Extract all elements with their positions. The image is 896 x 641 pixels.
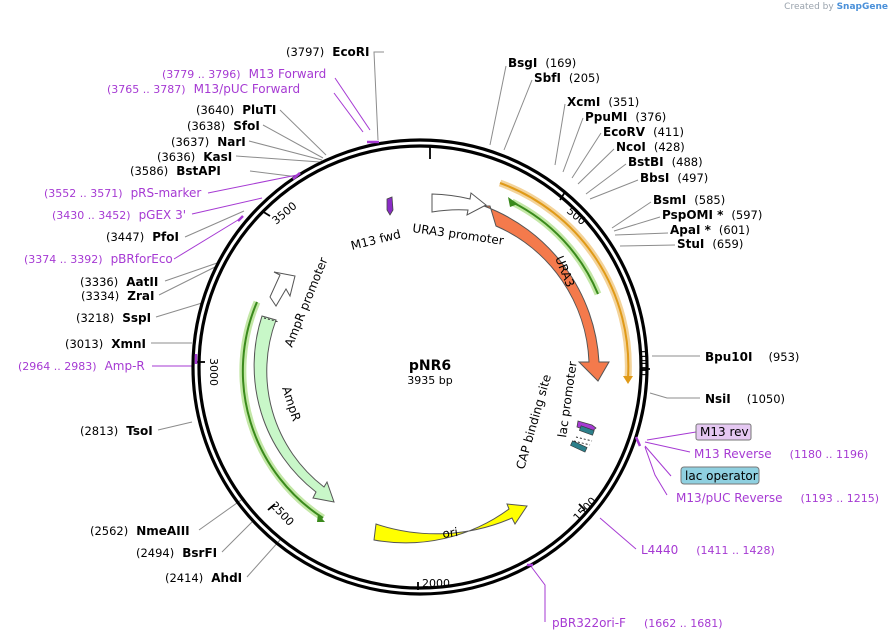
ruler-label-2500: 2500 — [268, 499, 297, 528]
ampr-promoter-feature — [269, 271, 296, 307]
plasmid-size: 3935 bp — [407, 374, 452, 387]
primer-labels: (3779 .. 3796)M13 Forward (3765 .. 3787)… — [18, 67, 879, 630]
ura3-feature — [483, 205, 610, 382]
enzyme-label-tsoi: (2813)TsoI — [80, 424, 153, 438]
primer-label-pgex-3: (3430 .. 3452)pGEX 3' — [52, 208, 186, 222]
m13-rev-box — [695, 423, 752, 441]
enzyme-label-apai: ApaI *(601) — [670, 223, 750, 237]
enzyme-label-zrai: (3334)ZraI — [81, 289, 154, 303]
enzyme-label-sfoi: (3638)SfoI — [187, 119, 260, 133]
snapgene-logo: SnapGene — [836, 2, 888, 12]
primer-label-pbrforeco: (3374 .. 3392)pBRforEco — [24, 252, 173, 266]
m13-rev-box-label: M13 rev — [700, 425, 749, 439]
primer-label-m13-forward: (3779 .. 3796)M13 Forward — [162, 67, 326, 81]
orf-green-arrowhead — [508, 197, 518, 207]
ampr-feature — [253, 315, 335, 503]
enzyme-label-ahdi: (2414)AhdI — [165, 571, 242, 585]
cap-site-label: CAP binding site — [513, 373, 553, 471]
enzyme-label-ecori: (3797)EcoRI — [286, 45, 370, 59]
ura3-promoter-feature — [431, 192, 487, 216]
lac-promoter-label: lac promoter — [555, 360, 580, 438]
primer-label-m13-puc-forward: (3765 .. 3787)M13/pUC Forward — [107, 82, 300, 96]
cap-site-dashed-1 — [575, 436, 593, 442]
orf-orange-line — [499, 182, 630, 379]
enzyme-label-nsii: NsiI(1050) — [705, 392, 785, 406]
ori-feature — [373, 503, 528, 544]
ruler-label-3000: 3000 — [207, 358, 220, 386]
ruler-label-1000: 1000 — [637, 348, 650, 376]
m13-fwd-feature — [386, 196, 394, 216]
enzyme-label-sspi: (3218)SspI — [76, 311, 151, 325]
enzyme-label-bbsi: BbsI(497) — [640, 171, 708, 185]
m13-fwd-label: M13 fwd — [349, 227, 402, 253]
enzyme-label-bstbi: BstBI(488) — [628, 155, 703, 169]
primer-label-pbr322ori-f: pBR322ori-F(1662 .. 1681) — [552, 616, 723, 630]
primer-label-m13-reverse: M13 Reverse(1180 .. 1196) — [694, 447, 868, 461]
enzyme-label-sbfi: SbfI(205) — [534, 71, 600, 85]
enzyme-label-bsrfi: (2494)BsrFI — [136, 546, 217, 560]
enzyme-leader-lines — [151, 51, 700, 578]
ampr-dashed-divider — [263, 317, 280, 323]
enzyme-label-pluti: (3640)PluTI — [196, 103, 276, 117]
ori-label: ori — [441, 525, 458, 541]
orf-ampr-arrowhead — [317, 514, 325, 522]
ampr-promoter-label: AmpR promoter — [282, 255, 331, 349]
ampr-label: AmpR — [279, 385, 303, 423]
enzyme-label-nmeaiii: (2562)NmeAIII — [90, 524, 190, 538]
lac-operator-box — [680, 466, 760, 485]
lac-operator-box-label: lac operator — [685, 469, 758, 483]
enzyme-label-kasi: (3636)KasI — [157, 150, 232, 164]
enzyme-labels-left: (3797)EcoRI (3640)PluTI (3638)SfoI (3637… — [65, 45, 370, 585]
orf-green-line — [511, 201, 599, 295]
enzyme-label-ncoi: NcoI(428) — [616, 140, 685, 154]
ura3-promoter-label: URA3 promoter — [412, 221, 505, 248]
enzyme-label-xcmi: XcmI(351) — [567, 95, 639, 109]
ruler-label-3500: 3500 — [270, 199, 300, 227]
enzyme-label-bstapi: (3586)BstAPI — [130, 164, 221, 178]
ruler-ticks — [197, 145, 650, 590]
enzyme-label-aatii: (3336)AatII — [80, 275, 158, 289]
enzyme-label-pfoi: (3447)PfoI — [106, 230, 179, 244]
primer-label-l4440: L4440(1411 .. 1428) — [641, 543, 775, 557]
primer-leader-lines — [152, 77, 697, 622]
enzyme-label-ecorv: EcoRV(411) — [603, 125, 684, 139]
backbone-outer — [191, 138, 649, 596]
enzyme-label-pspomi: PspOMI *(597) — [662, 208, 762, 222]
enzyme-label-bsgi: BsgI(169) — [508, 56, 576, 70]
ruler-label-2000: 2000 — [422, 577, 450, 590]
enzyme-label-bsmi: BsmI(585) — [653, 193, 725, 207]
cap-site-dashed-2 — [573, 440, 591, 446]
cap-site-mark — [570, 440, 588, 453]
primer-label-amp-r: (2964 .. 2983)Amp-R — [18, 359, 145, 373]
enzyme-labels-right: BsgI(169) SbfI(205) XcmI(351) PpuMI(376)… — [508, 56, 799, 406]
plasmid-name: pNR6 — [409, 358, 451, 374]
enzyme-label-stui: StuI(659) — [677, 237, 743, 251]
orf-ampr-green-line — [241, 301, 324, 519]
backbone-inner — [197, 144, 643, 590]
lac-operator-mark — [579, 425, 595, 436]
enzyme-label-xmni: (3013)XmnI — [65, 337, 146, 351]
enzyme-label-bpu10i: Bpu10I(953) — [705, 350, 799, 364]
credit-prefix: Created by — [784, 2, 834, 12]
enzyme-label-nari: (3637)NarI — [171, 135, 246, 149]
enzyme-label-ppumi: PpuMI(376) — [585, 110, 666, 124]
orf-orange-arrowhead — [623, 376, 633, 384]
primer-label-prs-marker: (3552 .. 3571)pRS-marker — [44, 186, 201, 200]
lac-region-marks — [570, 420, 597, 453]
primer-label-m13-puc-reverse: M13/pUC Reverse(1193 .. 1215) — [676, 491, 879, 505]
primer-marks — [194, 140, 642, 567]
snapgene-credit: Created by SnapGene — [784, 2, 888, 12]
